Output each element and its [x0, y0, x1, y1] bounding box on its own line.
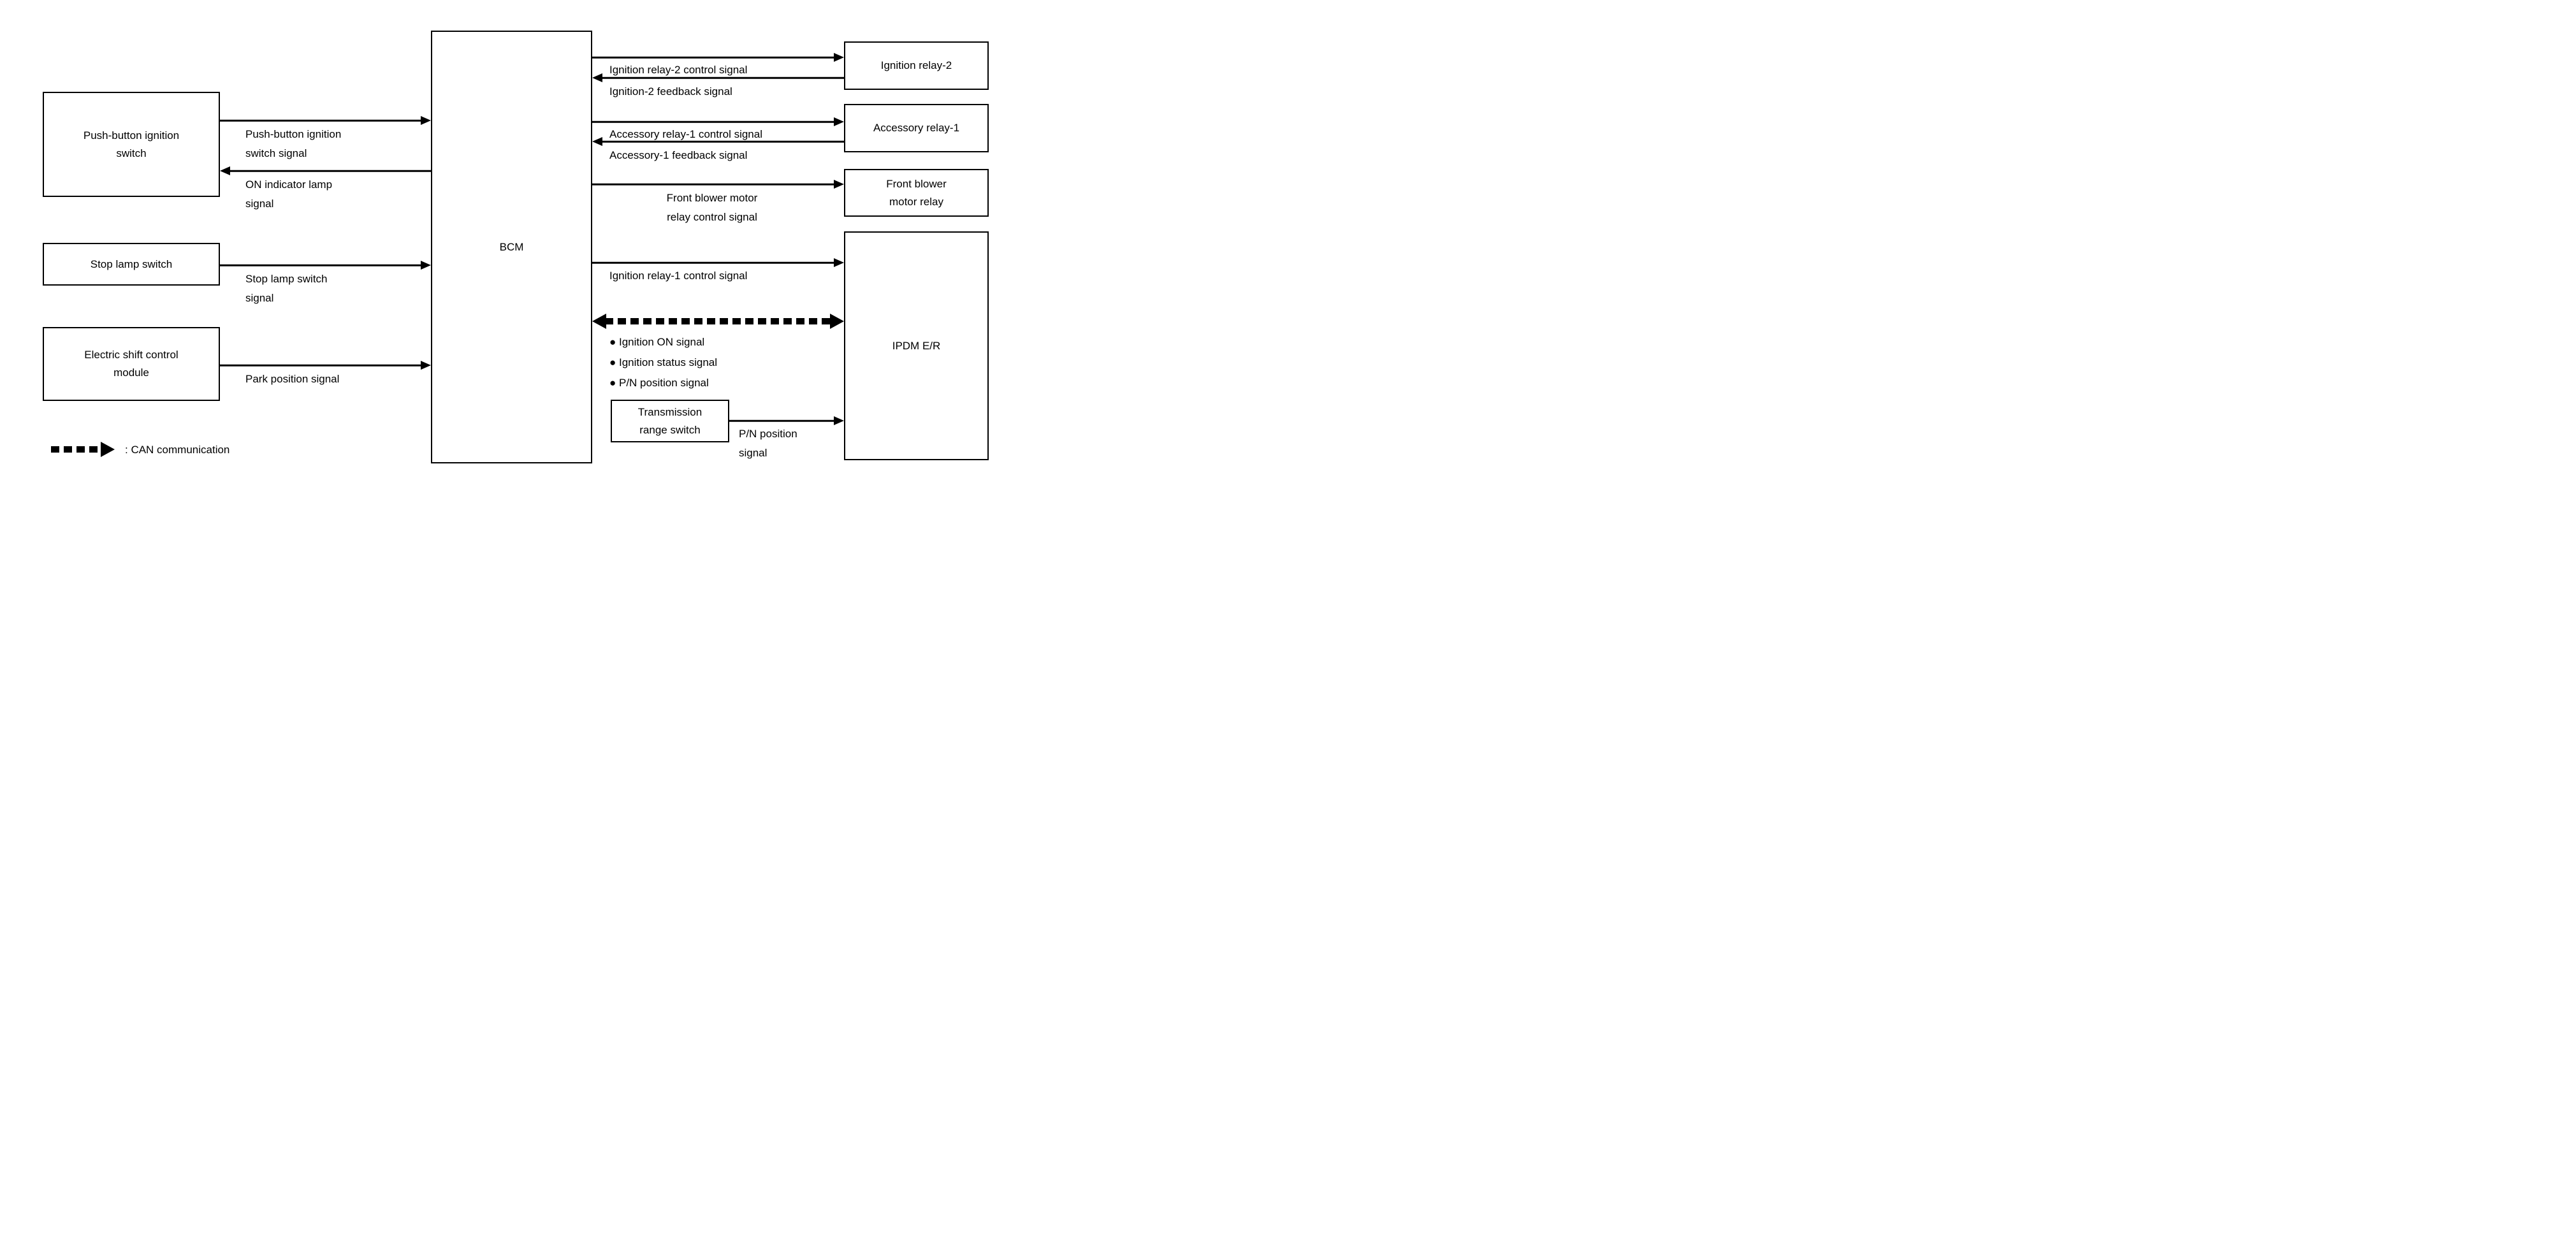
- can-arrowhead-right-icon: [830, 314, 844, 329]
- arrow-shaft: [220, 119, 422, 122]
- node-bcm-label: BCM: [499, 240, 524, 253]
- arrowhead-right-icon: [421, 116, 431, 125]
- label-on-indicator-lamp-signal: ON indicator lamp signal: [245, 178, 333, 210]
- arrow-ignition-2-feedback-signal: [592, 73, 844, 83]
- arrow-shaft: [601, 140, 844, 143]
- arrow-shaft: [220, 364, 422, 367]
- arrow-accessory-1-feedback-signal: [592, 136, 844, 147]
- arrowhead-right-icon: [834, 117, 844, 126]
- arrowhead-left-icon: [220, 166, 230, 175]
- can-arrowhead-right-icon: [101, 442, 115, 457]
- node-ignition-relay-2-label: Ignition relay-2: [880, 59, 952, 71]
- diagram-canvas: Push-button ignition switch Stop lamp sw…: [0, 0, 1030, 495]
- arrow-shaft: [229, 170, 431, 172]
- arrow-ignition-relay-2-control-signal: [592, 52, 844, 62]
- arrow-park-position-signal: [220, 360, 431, 370]
- node-front-blower-motor-relay-label: Front blower motor relay: [886, 177, 947, 208]
- label-ignition-relay-2-control-signal: Ignition relay-2 control signal: [609, 64, 748, 76]
- node-stop-lamp-switch-label: Stop lamp switch: [90, 258, 173, 270]
- label-accessory-relay-1-control-signal: Accessory relay-1 control signal: [609, 128, 762, 140]
- arrow-shaft: [729, 419, 835, 422]
- arrow-ignition-relay-1-control-signal: [592, 258, 844, 268]
- arrowhead-right-icon: [834, 416, 844, 425]
- label-pn-position-signal: P/N position signal: [739, 428, 797, 459]
- arrowhead-left-icon: [592, 137, 602, 146]
- arrowhead-right-icon: [421, 361, 431, 370]
- node-stop-lamp-switch: Stop lamp switch: [43, 243, 220, 286]
- arrowhead-left-icon: [592, 73, 602, 82]
- arrowhead-right-icon: [834, 53, 844, 62]
- node-push-button-ignition-switch-label: Push-button ignition switch: [83, 129, 180, 159]
- label-ignition-relay-1-control-signal: Ignition relay-1 control signal: [609, 270, 748, 282]
- node-push-button-ignition-switch: Push-button ignition switch: [43, 92, 220, 197]
- node-bcm: BCM: [431, 31, 592, 463]
- can-dashed-bar: [605, 318, 831, 324]
- legend-can-label: : CAN communication: [125, 444, 230, 456]
- arrow-shaft: [592, 261, 835, 264]
- arrow-can-communication: [592, 314, 844, 329]
- node-accessory-relay-1: Accessory relay-1: [844, 104, 989, 152]
- node-accessory-relay-1-label: Accessory relay-1: [873, 122, 960, 134]
- label-front-blower-motor-relay-control-signal: Front blower motor relay control signal: [666, 192, 758, 223]
- node-transmission-range-switch-label: Transmission range switch: [637, 405, 702, 436]
- arrow-shaft: [592, 56, 835, 59]
- arrowhead-right-icon: [834, 180, 844, 189]
- node-ipdm-er-label: IPDM E/R: [892, 339, 941, 352]
- node-front-blower-motor-relay: Front blower motor relay: [844, 169, 989, 217]
- arrow-front-blower-motor-relay-control-signal: [592, 179, 844, 189]
- node-electric-shift-control-module-label: Electric shift control module: [84, 349, 178, 379]
- label-stop-lamp-switch-signal: Stop lamp switch signal: [245, 273, 328, 304]
- arrow-accessory-relay-1-control-signal: [592, 117, 844, 127]
- can-arrowhead-left-icon: [592, 314, 606, 329]
- arrow-push-button-ignition-switch-signal: [220, 115, 431, 126]
- arrow-shaft: [601, 76, 844, 79]
- node-ipdm-er: IPDM E/R: [844, 231, 989, 460]
- arrowhead-right-icon: [421, 261, 431, 270]
- label-push-button-ignition-switch-signal: Push-button ignition switch signal: [245, 128, 342, 159]
- arrow-shaft: [220, 264, 422, 266]
- label-accessory-1-feedback-signal: Accessory-1 feedback signal: [609, 149, 748, 161]
- label-can-signal-list: ● Ignition ON signal ● Ignition status s…: [609, 336, 718, 389]
- can-dashed-bar: [51, 446, 102, 453]
- label-park-position-signal: Park position signal: [245, 373, 340, 385]
- node-transmission-range-switch: Transmission range switch: [611, 400, 729, 442]
- legend-can-arrow-icon: [51, 442, 115, 457]
- arrowhead-right-icon: [834, 258, 844, 267]
- arrow-pn-position-signal: [729, 416, 844, 426]
- label-ignition-2-feedback-signal: Ignition-2 feedback signal: [609, 85, 732, 98]
- node-ignition-relay-2: Ignition relay-2: [844, 41, 989, 90]
- node-electric-shift-control-module: Electric shift control module: [43, 327, 220, 401]
- arrow-stop-lamp-switch-signal: [220, 260, 431, 270]
- arrow-on-indicator-lamp-signal: [220, 166, 431, 176]
- arrow-shaft: [592, 120, 835, 123]
- arrow-shaft: [592, 183, 835, 185]
